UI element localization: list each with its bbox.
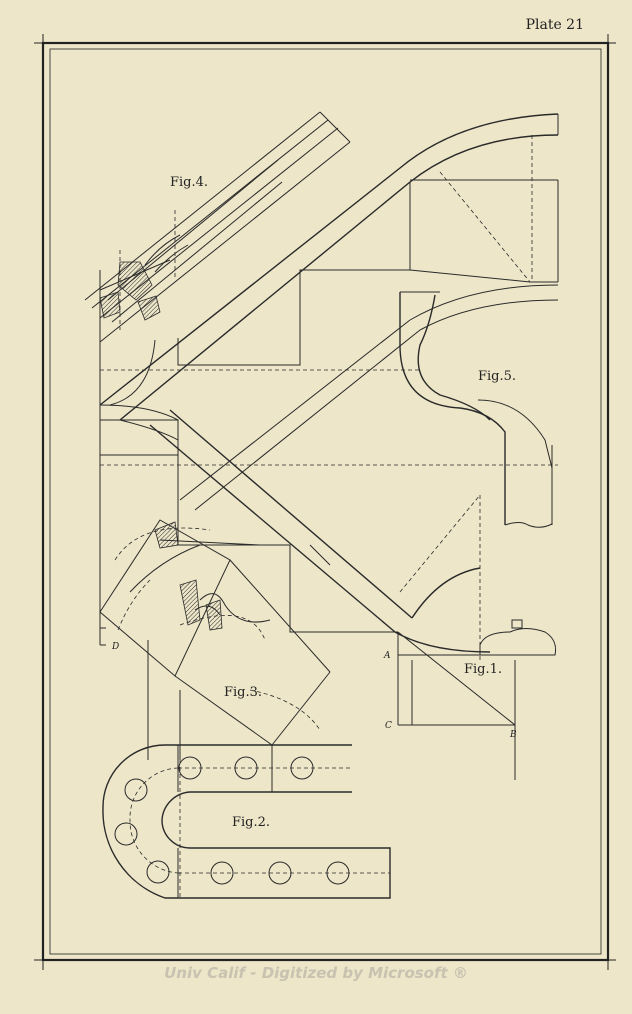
figure-2-drawing — [102, 744, 391, 899]
fig-5-label: Fig.5. — [478, 369, 516, 384]
fig-4-label: Fig.4. — [170, 175, 208, 190]
figure-3-drawing — [99, 519, 331, 760]
figure-4-drawing — [84, 111, 351, 343]
point-b-label: B — [509, 730, 517, 740]
point-c-label: C — [385, 721, 392, 731]
fig-1-label: Fig.1. — [464, 662, 502, 677]
fig-2-label: Fig.2. — [232, 815, 270, 830]
point-a-label: A — [383, 651, 391, 661]
watermark-text: Univ Calif - Digitized by Microsoft ® — [164, 964, 468, 982]
point-d-label: D — [111, 642, 119, 652]
plate-border — [34, 34, 616, 970]
stair-elevation — [99, 113, 559, 660]
figure-5-drawing — [399, 291, 553, 528]
plate-number: Plate 21 — [525, 17, 584, 33]
figure-1-drawing — [397, 619, 556, 780]
fig-3-label: Fig.3. — [224, 685, 262, 700]
